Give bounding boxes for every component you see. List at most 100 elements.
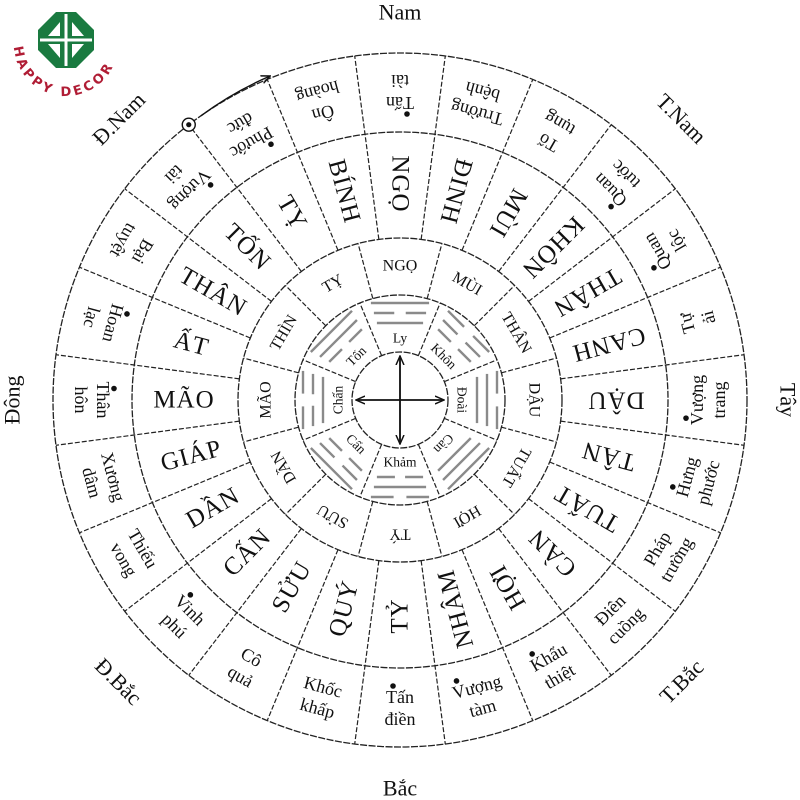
outer-ring-label-line1: Hoan [98,302,127,345]
trigram-yin-line [348,328,363,343]
outer-ring-label-line1: Tấn [386,93,414,113]
mountain-label: QUÝ [323,577,365,639]
trigram-yin-line [447,309,465,328]
sector-divider [124,188,272,302]
earthly-branch-label: TÝ [389,526,411,545]
sector-divider [124,498,272,612]
sector-divider [243,426,299,443]
logo-emblem-icon [38,12,94,68]
sector-divider [461,549,534,721]
outer-ring-sector: Tấn tài [386,71,414,117]
sector-divider [354,55,380,240]
sector-divider [528,498,676,612]
sector-divider [498,528,612,676]
direction-label: Bắc [383,776,417,800]
trigram-yin-line [472,335,491,353]
trigram-symbol-icon [370,301,430,325]
ring-circle [351,351,449,449]
sector-divider [560,420,745,446]
sector-divider [359,302,383,356]
trigram-yin-line [319,442,336,459]
trigram-yang-line [319,319,358,358]
sector-divider [79,266,251,339]
auspicious-dot-icon [529,651,535,657]
mountain-label: MÙI [483,184,533,243]
mountain-label: NHÂM [431,566,479,651]
trigram-yin-line [442,319,459,336]
trigram-yang-line [437,437,472,472]
auspicious-dot-icon [669,484,676,490]
trigram-label: Khôn [428,340,460,372]
auspicious-dot-icon [111,385,117,392]
outer-ring-label-line2: hoàng [294,77,342,108]
mountain-label: TỐN [218,217,277,276]
outer-ring-label-line2: lạc [79,305,104,330]
outer-ring-label-line1: Thân [93,382,113,419]
trigram-label: Đoài [455,387,470,413]
sector-divider [461,79,534,251]
auspicious-dot-icon [453,678,460,684]
earthly-branch-label: THÌN [265,311,301,354]
sector-divider [444,359,498,383]
sector-divider [357,243,374,299]
mountain-label: DẦN [180,480,244,534]
sector-divider [354,560,380,745]
mountain-label: HỢI [484,560,531,615]
sector-divider [473,285,515,327]
outer-ring-label-line1: Tự [674,309,699,335]
mountain-label: CẤN [217,522,277,582]
sector-divider [285,473,327,515]
auspicious-dot-icon [683,415,689,421]
trigram-yin-line [457,348,472,363]
trigram-label: Ly [393,331,408,346]
sector-divider [501,357,557,374]
mountain-label: THÂN [549,262,627,323]
outer-ring-label-line2: ải [697,309,720,327]
ring-circle [131,131,669,669]
auspicious-dot-icon [390,683,396,689]
trigram-symbol-icon [309,309,363,363]
sector-divider [243,357,299,374]
trigram-label: Càn [431,431,457,457]
trigram-yin-line [437,328,452,343]
mountain-label: THÂN [174,261,252,322]
trigram-yang-line [309,309,353,353]
trigram-yang-line [442,442,481,481]
sector-divider [188,124,302,272]
earthly-branch-label: SỬU [313,500,351,533]
outer-ring-label-line2: tàm [467,695,498,721]
auspicious-dot-icon [651,265,657,271]
mountain-label: GIÁP [157,434,224,477]
sector-divider [357,501,374,557]
outer-ring-label-line2: tài [391,71,409,91]
sector-divider [473,473,515,515]
trigram-yin-line [328,348,343,363]
trigram-yang-line [447,447,491,491]
sector-divider [266,549,339,721]
ring-circle [237,237,563,563]
sector-divider [417,444,441,498]
outer-ring-label-line1: Vượng [687,375,707,425]
start-marker-arrow-icon [181,76,269,132]
mountain-label: TUẤT [549,479,625,539]
sector-divider [420,560,446,745]
sector-divider [302,417,356,441]
earthly-branch-label: TỴ [320,271,347,297]
sector-divider [426,243,443,299]
